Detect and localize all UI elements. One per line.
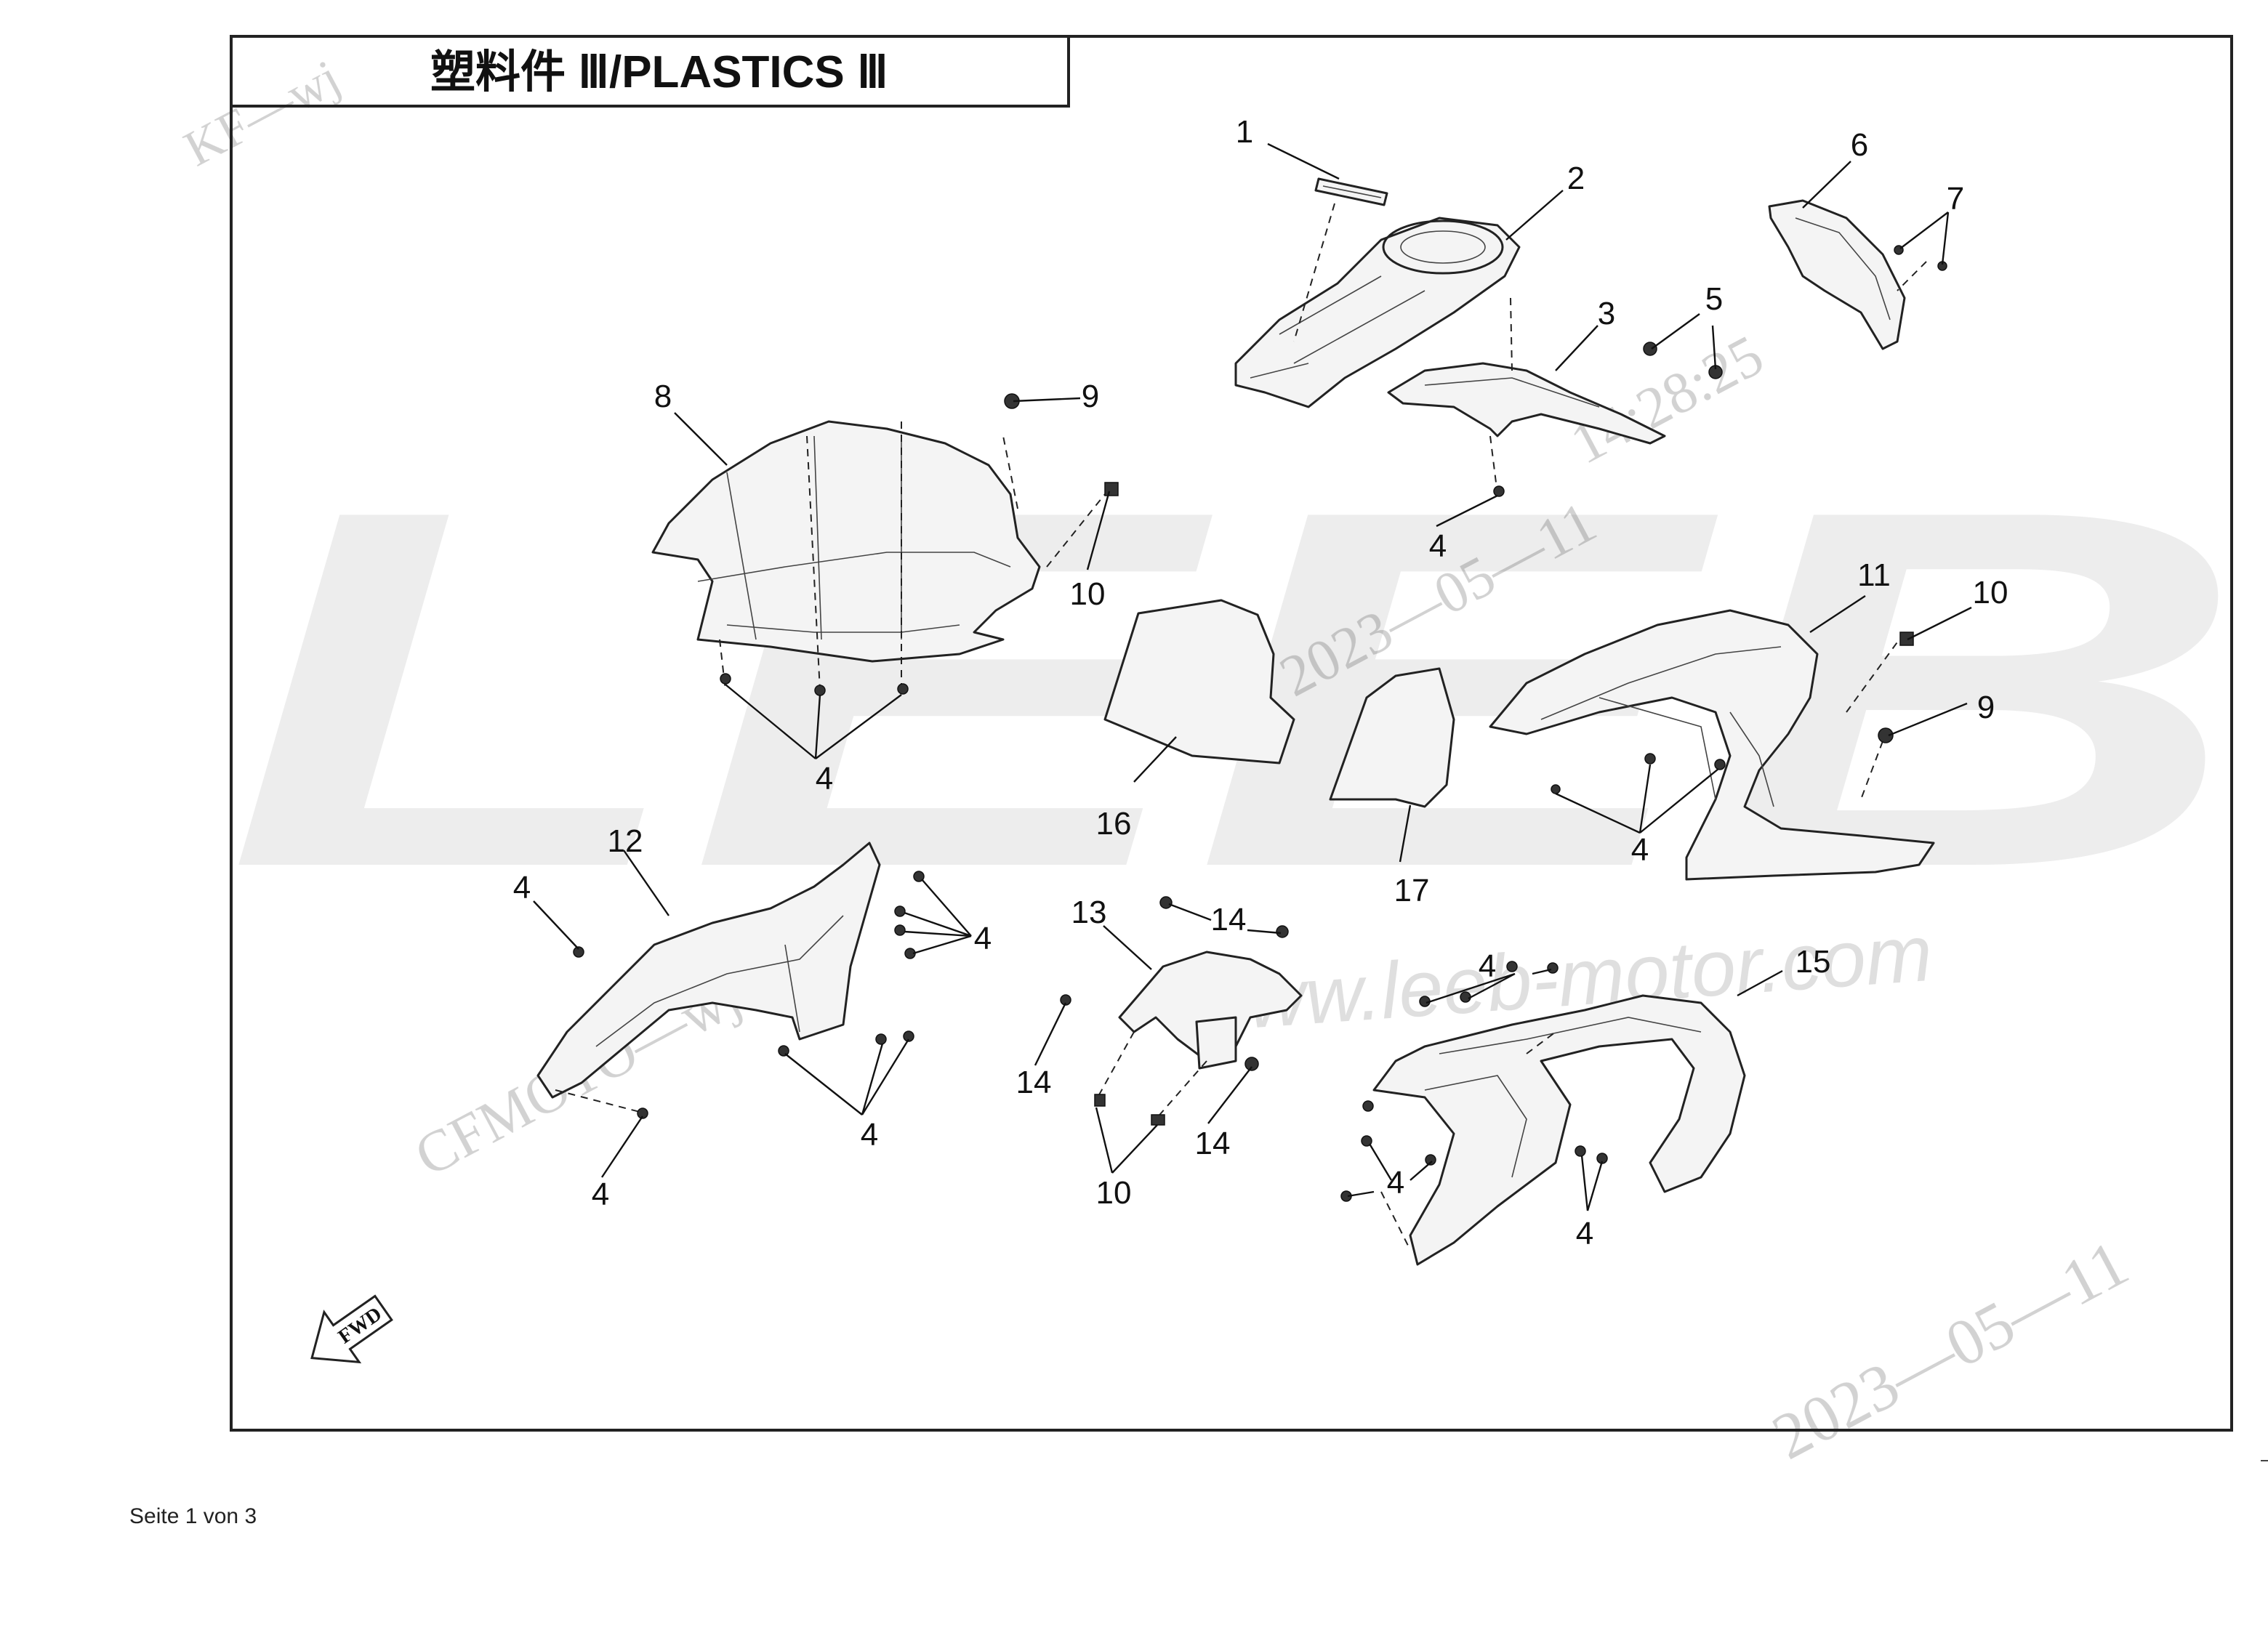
leader-lines (533, 142, 1972, 1211)
callout-4: 4 (1387, 1165, 1404, 1201)
callout-14: 14 (1016, 1065, 1052, 1100)
part-12-side-trim (536, 842, 881, 1099)
part-15-lower-fairing (1372, 994, 1746, 1266)
callout-5: 5 (1705, 281, 1723, 317)
callout-3: 3 (1598, 296, 1615, 331)
watermark-code-1: KF—wj (175, 49, 349, 177)
callout-11: 11 (1857, 557, 1891, 593)
callout-13: 13 (1071, 895, 1107, 930)
callout-14: 14 (1211, 902, 1247, 937)
page-number: Seite 1 von 3 (129, 1504, 257, 1528)
title-box (230, 35, 1070, 108)
callout-12: 12 (608, 823, 643, 859)
callout-7: 7 (1947, 181, 1964, 217)
callout-4: 4 (1576, 1216, 1593, 1251)
callout-4: 4 (861, 1117, 878, 1153)
callout-10: 10 (1973, 575, 2008, 610)
callout-4: 4 (1429, 528, 1447, 564)
part-17-sheet (1329, 667, 1455, 808)
callout-16: 16 (1096, 806, 1132, 842)
callout-6: 6 (1851, 127, 1868, 163)
callout-17: 17 (1394, 873, 1430, 908)
part-8-side-panel (651, 420, 1041, 663)
callout-10: 10 (1070, 576, 1106, 612)
callout-10: 10 (1096, 1175, 1132, 1211)
callout-4: 4 (816, 761, 833, 796)
forward-direction-arrow-icon: FWD (310, 1294, 393, 1364)
diagram-frame (230, 35, 2233, 1432)
callout-9: 9 (1082, 379, 1099, 414)
part-2-tank-cover (1234, 217, 1521, 408)
callout-labels: 1 2 3 4 5 6 7 8 9 10 4 11 10 9 4 16 17 1… (513, 114, 2008, 1251)
part-11-rear-fairing (1489, 609, 1935, 881)
callout-8: 8 (654, 379, 672, 414)
part-3-cover-strip (1387, 362, 1666, 445)
callout-2: 2 (1567, 161, 1585, 196)
callout-1: 1 (1236, 114, 1253, 150)
callout-4: 4 (1631, 832, 1649, 868)
part-1-pad (1314, 177, 1388, 206)
part-16-sheet (1103, 599, 1295, 764)
part-13-bracket (1118, 951, 1303, 1070)
callout-4: 4 (974, 921, 992, 956)
callout-14: 14 (1195, 1126, 1231, 1161)
callout-4: 4 (592, 1177, 609, 1212)
callout-15: 15 (1796, 944, 1831, 980)
part-6-side-cover (1768, 199, 1906, 350)
callout-4: 4 (513, 870, 531, 905)
callout-4: 4 (1479, 948, 1496, 984)
diagram-title: 塑料件 Ⅲ/PLASTICS Ⅲ (430, 47, 888, 97)
watermark-date-2: 2023—05—11 (1761, 1227, 2139, 1473)
callout-9: 9 (1977, 690, 1995, 725)
